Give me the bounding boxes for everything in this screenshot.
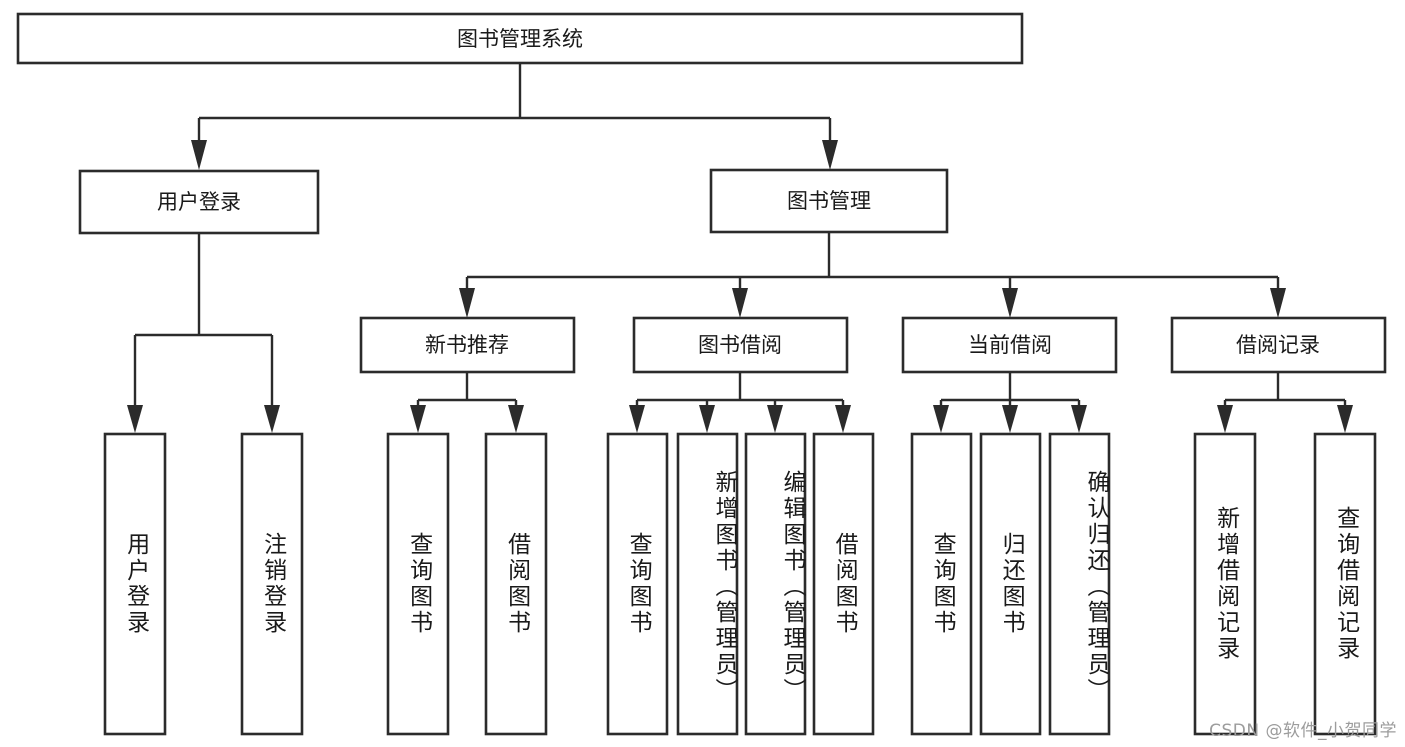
node-book-borrow-label: 图书借阅 <box>698 333 782 357</box>
leaf-query-borrow-record[interactable] <box>1313 432 1377 736</box>
leaf-borrow-book[interactable] <box>812 432 875 736</box>
watermark-text: CSDN @软件_小贺同学 <box>1209 721 1397 741</box>
connector-bookmgmt-to-level3 <box>459 232 1286 318</box>
leaf-borrow-book-newbook[interactable] <box>484 432 548 736</box>
connector-bookborrow-to-leaves <box>629 372 851 433</box>
connector-userlogin-to-leaves <box>127 233 280 433</box>
leaf-query-book-borrow[interactable] <box>606 432 669 736</box>
node-root-label: 图书管理系统 <box>457 27 583 51</box>
connector-newbook-to-leaves <box>410 372 524 433</box>
node-user-login-label: 用户登录 <box>157 190 241 214</box>
connector-currentborrow-to-leaves <box>933 372 1087 433</box>
node-book-management[interactable] <box>709 168 949 234</box>
node-current-borrow[interactable] <box>901 316 1118 374</box>
node-current-borrow-label: 当前借阅 <box>968 333 1052 357</box>
leaf-user-login[interactable] <box>103 432 167 736</box>
node-book-management-label: 图书管理 <box>787 189 871 213</box>
node-borrow-record[interactable] <box>1170 316 1387 374</box>
node-user-login[interactable] <box>78 169 320 235</box>
node-book-borrow[interactable] <box>632 316 849 374</box>
leaf-logout[interactable] <box>240 432 304 736</box>
leaf-add-book-admin[interactable] <box>676 432 739 736</box>
leaf-confirm-return-admin[interactable] <box>1048 432 1111 736</box>
node-new-book-recommend[interactable] <box>359 316 576 374</box>
leaf-edit-book-admin[interactable] <box>744 432 807 736</box>
connector-borrowrecord-to-leaves <box>1217 372 1353 433</box>
node-root[interactable] <box>16 12 1024 65</box>
leaf-query-book-current[interactable] <box>910 432 973 736</box>
leaf-return-book[interactable] <box>979 432 1042 736</box>
leaf-query-book-newbook[interactable] <box>386 432 450 736</box>
leaf-add-borrow-record[interactable] <box>1193 432 1257 736</box>
node-new-book-recommend-label: 新书推荐 <box>425 333 509 357</box>
node-borrow-record-label: 借阅记录 <box>1236 333 1320 357</box>
connector-root-to-level2 <box>191 63 838 170</box>
